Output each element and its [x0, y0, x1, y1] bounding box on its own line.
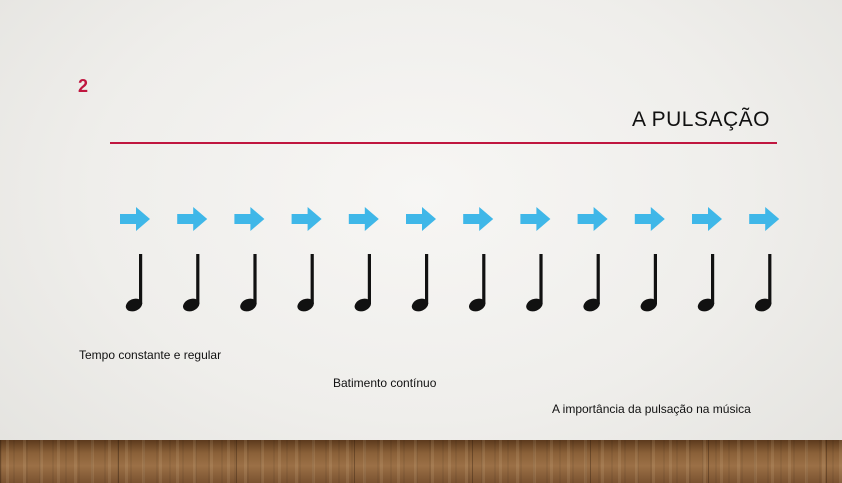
right-arrow-icon	[463, 207, 494, 231]
bullet-text-1: Tempo constante e regular	[79, 348, 222, 362]
right-arrow-icon	[520, 207, 551, 231]
quarter-note-icon	[297, 254, 314, 312]
wooden-floor	[0, 440, 842, 483]
right-arrow-icon	[406, 207, 436, 231]
quarter-note-icon	[640, 254, 657, 312]
right-arrow-icon	[692, 207, 722, 231]
quarter-note-icon	[697, 254, 715, 312]
right-arrow-icon	[577, 207, 608, 231]
right-arrow-icon	[634, 207, 665, 231]
bullet-text-2: Batimento contínuo	[333, 376, 437, 390]
quarter-note-icon	[183, 254, 200, 312]
slide-title: A PULSAÇÃO	[631, 108, 770, 131]
slide-number: 2	[78, 76, 89, 96]
quarter-note-icon	[526, 254, 543, 312]
beat-diagram	[120, 207, 780, 312]
quarter-note-icon	[469, 254, 486, 312]
quarter-note-icon	[411, 254, 429, 312]
quarter-note-icon	[125, 254, 143, 312]
right-arrow-icon	[348, 207, 379, 231]
right-arrow-icon	[749, 207, 780, 231]
right-arrow-icon	[291, 207, 322, 231]
bullet-text-3: A importância da pulsação na música	[552, 402, 751, 416]
quarter-note-icon	[240, 254, 257, 312]
quarter-note-icon	[354, 254, 371, 312]
right-arrow-icon	[177, 207, 208, 231]
title-divider	[110, 142, 777, 144]
right-arrow-icon	[120, 207, 150, 231]
right-arrow-icon	[234, 207, 265, 231]
quarter-note-icon	[755, 254, 772, 312]
quarter-note-icon	[583, 254, 600, 312]
